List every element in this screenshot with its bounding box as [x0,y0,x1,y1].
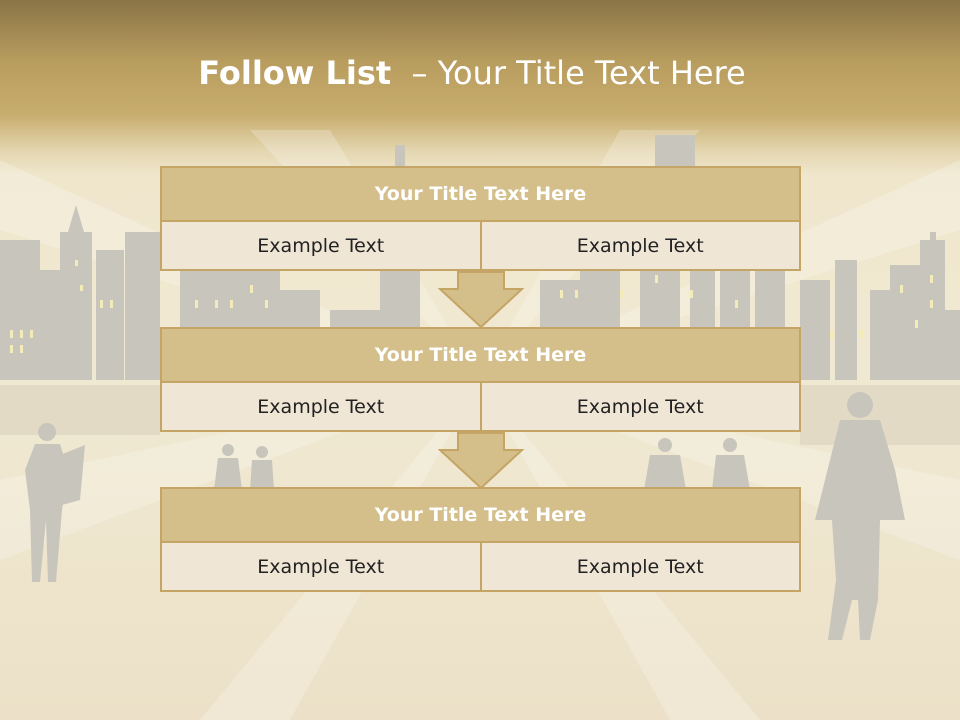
down-arrow-icon [438,432,524,490]
block-cell-left: Example Text [160,383,482,432]
block-row: Example Text Example Text [160,543,801,592]
slide-title: Follow List – Your Title Text Here [0,54,944,92]
block-title: Your Title Text Here [160,327,801,383]
down-arrow-icon [438,271,524,329]
block-title: Your Title Text Here [160,487,801,543]
title-bold: Follow List [198,54,392,92]
title-rest: – Your Title Text Here [391,54,746,92]
people-silhouettes [25,392,905,640]
list-block-1: Your Title Text Here Example Text Exampl… [160,166,801,271]
windows [10,260,933,353]
block-cell-left: Example Text [160,222,482,271]
block-row: Example Text Example Text [160,383,801,432]
block-cell-right: Example Text [481,543,801,592]
list-block-2: Your Title Text Here Example Text Exampl… [160,327,801,432]
block-cell-right: Example Text [481,383,801,432]
block-cell-right: Example Text [481,222,801,271]
block-cell-left: Example Text [160,543,482,592]
block-title: Your Title Text Here [160,166,801,222]
block-row: Example Text Example Text [160,222,801,271]
list-block-3: Your Title Text Here Example Text Exampl… [160,487,801,592]
